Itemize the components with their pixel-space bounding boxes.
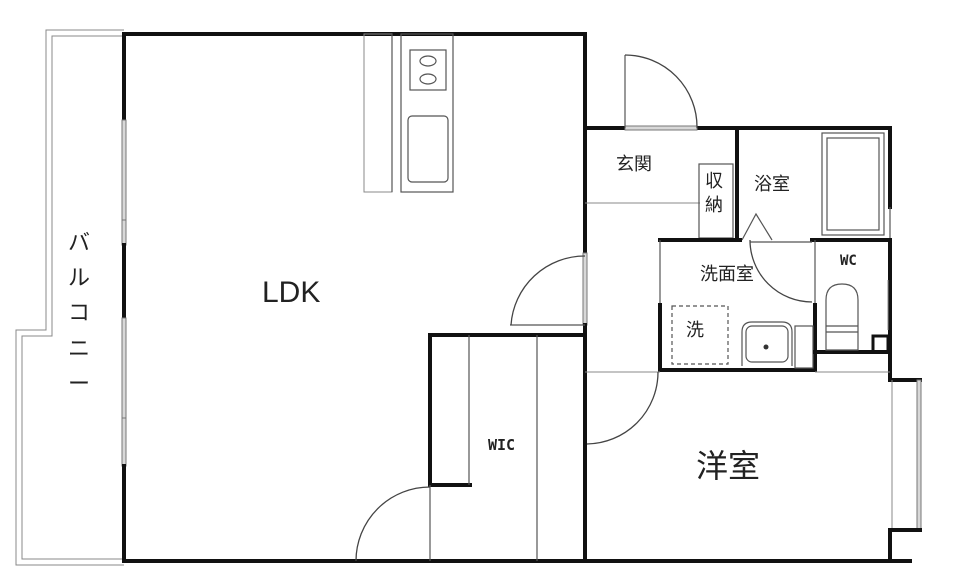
room-label-wic: WIC	[488, 436, 516, 454]
room-label-washroom: 洗面室	[700, 264, 754, 285]
ldk-west-wall	[121, 32, 127, 563]
room-label-storage: 収納	[705, 171, 723, 217]
ldk-door-opening	[582, 252, 588, 326]
entrance-area	[583, 54, 892, 242]
western-room	[585, 371, 922, 563]
toilet-room	[813, 238, 892, 382]
washer-space	[671, 305, 729, 365]
drain-icon	[763, 344, 769, 350]
kitchen-counter	[363, 33, 454, 193]
room-label-entrance: 玄関	[616, 154, 652, 175]
room-label-bathroom: 浴室	[754, 174, 790, 195]
room-label-balcony: バルコニー	[67, 231, 90, 397]
room-label-ldk: LDK	[262, 276, 321, 309]
washbasin	[745, 325, 789, 363]
balcony-outline	[15, 29, 124, 566]
bathroom	[658, 126, 892, 243]
room-label-western-room: 洋室	[696, 447, 761, 485]
walk-in-closet	[355, 255, 587, 562]
sink	[407, 115, 449, 183]
label-washer: 洗	[686, 320, 704, 341]
washroom	[658, 239, 817, 372]
room-label-wc: WC	[840, 253, 857, 269]
burner-icon	[419, 73, 437, 85]
toilet-icon	[825, 283, 859, 351]
burner-icon	[419, 55, 437, 67]
stove	[409, 49, 447, 91]
